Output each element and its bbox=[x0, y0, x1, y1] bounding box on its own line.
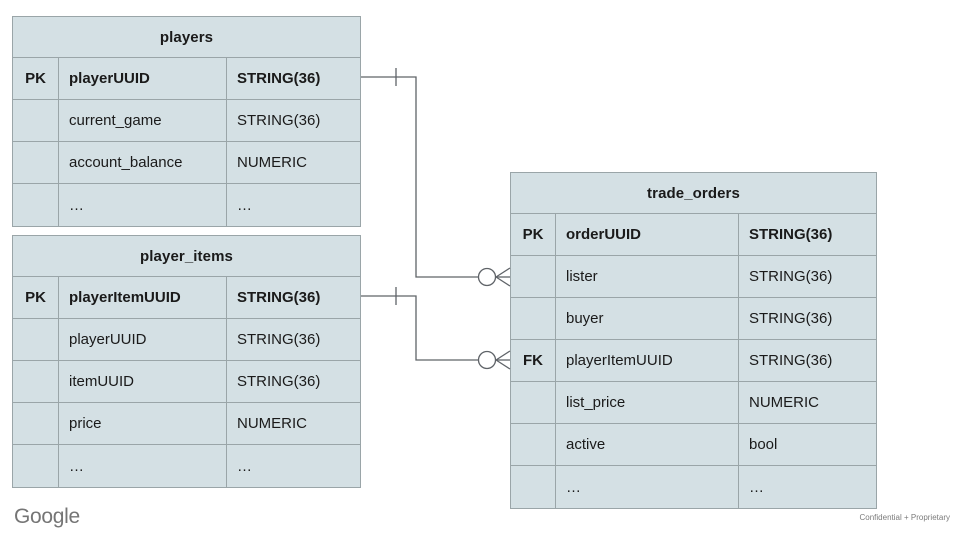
table-title-trade-orders: trade_orders bbox=[511, 173, 876, 214]
row-field-type: NUMERIC bbox=[237, 154, 307, 171]
table-row[interactable]: lister STRING(36) bbox=[511, 256, 876, 298]
row-key-badge bbox=[13, 100, 59, 141]
row-key-badge bbox=[511, 466, 556, 508]
table-row[interactable]: … … bbox=[13, 445, 360, 487]
row-key-badge bbox=[511, 424, 556, 465]
table-row[interactable]: current_game STRING(36) bbox=[13, 100, 360, 142]
table-row[interactable]: … … bbox=[511, 466, 876, 508]
row-field-name: playerUUID bbox=[59, 319, 227, 360]
row-field-name: buyer bbox=[556, 298, 739, 339]
row-field-type: … bbox=[237, 196, 252, 214]
row-field-name: orderUUID bbox=[556, 214, 739, 255]
row-field-type: NUMERIC bbox=[237, 415, 307, 432]
table-title-players: players bbox=[13, 17, 360, 58]
row-key-badge bbox=[511, 382, 556, 423]
row-field-type: … bbox=[749, 478, 764, 496]
row-field-name: current_game bbox=[59, 100, 227, 141]
table-row[interactable]: buyer STRING(36) bbox=[511, 298, 876, 340]
row-field-name: playerUUID bbox=[59, 58, 227, 99]
row-field-name: itemUUID bbox=[59, 361, 227, 402]
row-key-badge: PK bbox=[13, 277, 59, 318]
table-row[interactable]: list_price NUMERIC bbox=[511, 382, 876, 424]
row-key-badge bbox=[13, 361, 59, 402]
row-key-badge bbox=[511, 298, 556, 339]
row-field-type: STRING(36) bbox=[749, 226, 833, 243]
row-field-type: STRING(36) bbox=[237, 289, 321, 306]
cardinality-many-crowsfoot bbox=[495, 267, 511, 287]
row-field-name: account_balance bbox=[59, 142, 227, 183]
row-field-type: STRING(36) bbox=[749, 310, 833, 327]
er-table-players[interactable]: players PK playerUUID STRING(36) current… bbox=[12, 16, 361, 227]
table-row[interactable]: itemUUID STRING(36) bbox=[13, 361, 360, 403]
row-field-type: STRING(36) bbox=[237, 331, 321, 348]
row-field-type: STRING(36) bbox=[749, 268, 833, 285]
row-field-name: lister bbox=[556, 256, 739, 297]
er-table-player-items[interactable]: player_items PK playerItemUUID STRING(36… bbox=[12, 235, 361, 488]
row-field-name: playerItemUUID bbox=[556, 340, 739, 381]
row-key-badge bbox=[13, 142, 59, 183]
table-row[interactable]: account_balance NUMERIC bbox=[13, 142, 360, 184]
row-field-name: list_price bbox=[556, 382, 739, 423]
table-row[interactable]: PK orderUUID STRING(36) bbox=[511, 214, 876, 256]
row-field-type: bool bbox=[749, 436, 778, 453]
row-key-badge-fk: FK bbox=[511, 340, 556, 381]
row-key-badge bbox=[13, 184, 59, 226]
row-key-badge bbox=[13, 403, 59, 444]
table-row[interactable]: playerUUID STRING(36) bbox=[13, 319, 360, 361]
relationship-player-items-trade-orders bbox=[361, 287, 511, 370]
row-key-badge bbox=[13, 319, 59, 360]
cardinality-many-crowsfoot bbox=[495, 350, 511, 370]
row-key-badge bbox=[511, 256, 556, 297]
table-row[interactable]: PK playerItemUUID STRING(36) bbox=[13, 277, 360, 319]
table-row[interactable]: … … bbox=[13, 184, 360, 226]
row-field-name: … bbox=[59, 184, 227, 226]
row-field-type: … bbox=[237, 457, 252, 475]
row-field-name: … bbox=[556, 466, 739, 508]
row-key-badge bbox=[13, 445, 59, 487]
row-field-name: playerItemUUID bbox=[59, 277, 227, 318]
relationship-players-trade-orders bbox=[361, 68, 511, 287]
row-field-name: … bbox=[59, 445, 227, 487]
row-key-badge: PK bbox=[13, 58, 59, 99]
er-table-trade-orders[interactable]: trade_orders PK orderUUID STRING(36) lis… bbox=[510, 172, 877, 509]
row-field-type: NUMERIC bbox=[749, 394, 819, 411]
table-title-player-items: player_items bbox=[13, 236, 360, 277]
table-row[interactable]: active bool bbox=[511, 424, 876, 466]
row-field-type: STRING(36) bbox=[749, 352, 833, 369]
table-row[interactable]: PK playerUUID STRING(36) bbox=[13, 58, 360, 100]
row-field-type: STRING(36) bbox=[237, 373, 321, 390]
cardinality-zero-circle bbox=[477, 267, 497, 287]
cardinality-zero-circle bbox=[477, 350, 497, 370]
confidentiality-note: Confidential + Proprietary bbox=[859, 513, 951, 522]
google-logo: Google bbox=[14, 505, 80, 528]
row-key-badge: PK bbox=[511, 214, 556, 255]
row-field-name: price bbox=[59, 403, 227, 444]
row-field-type: STRING(36) bbox=[237, 70, 321, 87]
table-row[interactable]: price NUMERIC bbox=[13, 403, 360, 445]
row-field-type: STRING(36) bbox=[237, 112, 321, 129]
table-row[interactable]: FK playerItemUUID STRING(36) bbox=[511, 340, 876, 382]
row-field-name: active bbox=[556, 424, 739, 465]
